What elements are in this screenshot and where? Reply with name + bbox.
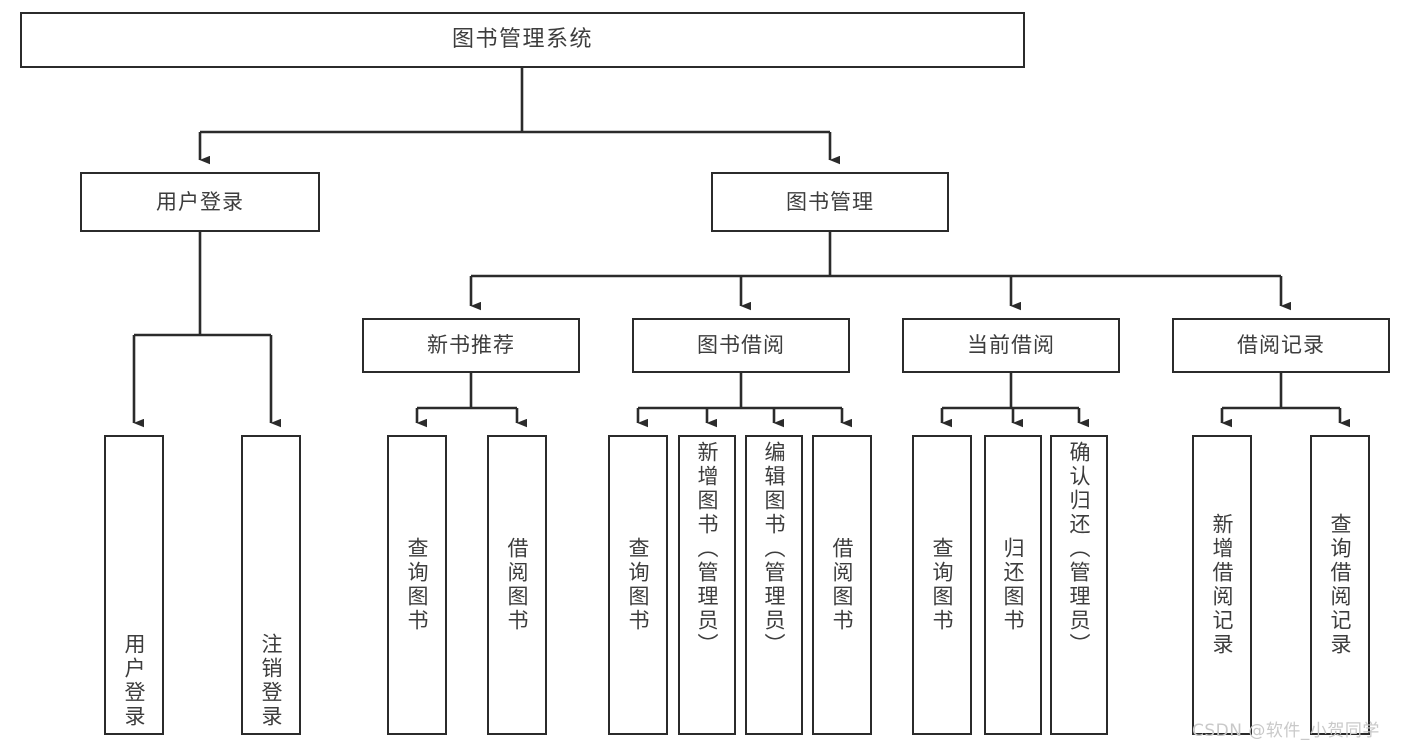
node-leaf-query-book-1[interactable]: 查询图书: [387, 435, 447, 735]
node-leaf-user-logout[interactable]: 注销登录: [241, 435, 301, 735]
node-root[interactable]: 图书管理系统: [20, 12, 1025, 68]
node-leaf-borrow-book-1[interactable]: 借阅图书: [487, 435, 547, 735]
node-leaf-borrow-book-2[interactable]: 借阅图书: [812, 435, 872, 735]
csdn-watermark: CSDN @软件_小贺同学: [1192, 721, 1380, 741]
node-book-manage[interactable]: 图书管理: [711, 172, 949, 232]
node-leaf-return-book[interactable]: 归还图书: [984, 435, 1042, 735]
node-leaf-add-book[interactable]: 新增图书（管理员）: [678, 435, 736, 735]
node-user-login[interactable]: 用户登录: [80, 172, 320, 232]
node-leaf-query-book-3-label: 查询图书: [930, 537, 955, 633]
node-leaf-borrow-book-2-label: 借阅图书: [830, 537, 855, 633]
node-leaf-edit-book-label: 编辑图书（管理员）: [762, 441, 787, 657]
node-leaf-query-book-3[interactable]: 查询图书: [912, 435, 972, 735]
node-current-borrow-label: 当前借阅: [967, 333, 1055, 358]
node-book-borrow-label: 图书借阅: [697, 333, 785, 358]
node-leaf-add-record-label: 新增借阅记录: [1210, 513, 1235, 657]
node-leaf-query-record-label: 查询借阅记录: [1328, 513, 1353, 657]
node-leaf-query-record[interactable]: 查询借阅记录: [1310, 435, 1370, 735]
node-leaf-edit-book[interactable]: 编辑图书（管理员）: [745, 435, 803, 735]
node-leaf-user-login[interactable]: 用户登录: [104, 435, 164, 735]
node-leaf-query-book-2-label: 查询图书: [626, 537, 651, 633]
node-leaf-add-book-label: 新增图书（管理员）: [695, 441, 720, 657]
node-user-login-label: 用户登录: [156, 189, 244, 214]
node-leaf-borrow-book-1-label: 借阅图书: [505, 537, 530, 633]
node-root-label: 图书管理系统: [451, 27, 593, 53]
node-leaf-confirm-return[interactable]: 确认归还（管理员）: [1050, 435, 1108, 735]
node-leaf-query-book-1-label: 查询图书: [405, 537, 430, 633]
node-leaf-return-book-label: 归还图书: [1001, 537, 1026, 633]
node-new-book-rec-label: 新书推荐: [427, 333, 515, 358]
node-borrow-record[interactable]: 借阅记录: [1172, 318, 1390, 373]
node-leaf-query-book-2[interactable]: 查询图书: [608, 435, 668, 735]
node-book-manage-label: 图书管理: [786, 189, 874, 214]
node-borrow-record-label: 借阅记录: [1237, 333, 1325, 358]
node-book-borrow[interactable]: 图书借阅: [632, 318, 850, 373]
node-new-book-rec[interactable]: 新书推荐: [362, 318, 580, 373]
node-leaf-user-login-label: 用户登录: [122, 633, 147, 729]
node-leaf-confirm-return-label: 确认归还（管理员）: [1067, 441, 1092, 657]
node-current-borrow[interactable]: 当前借阅: [902, 318, 1120, 373]
node-leaf-add-record[interactable]: 新增借阅记录: [1192, 435, 1252, 735]
node-leaf-user-logout-label: 注销登录: [259, 633, 284, 729]
